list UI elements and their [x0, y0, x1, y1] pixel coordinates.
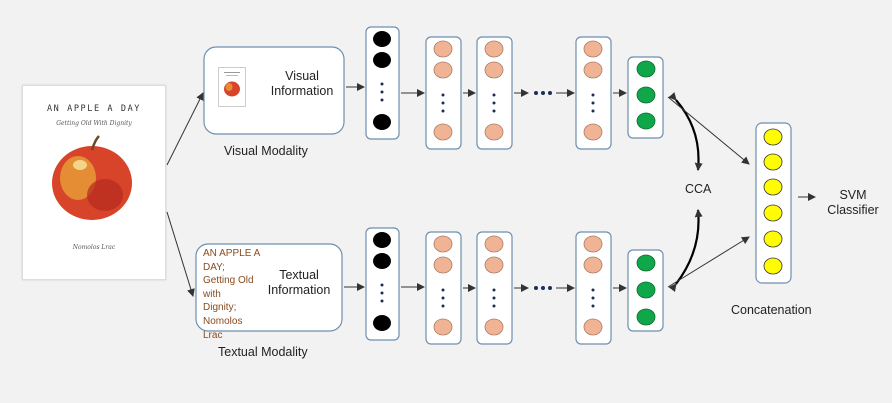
- visual-modality-label: Visual Modality: [224, 144, 308, 158]
- visual-output-layer: [627, 56, 664, 139]
- visual-hidden-layer-n: [575, 36, 612, 150]
- neuron: [583, 40, 603, 58]
- neuron: [433, 318, 453, 336]
- textual-hidden-layer-n: [575, 231, 612, 345]
- apple-overlay: [52, 135, 132, 220]
- textual-snippet: AN APPLE A DAY; Getting Old with Dignity…: [203, 248, 261, 341]
- neuron: [484, 318, 504, 336]
- textual-output-layer: [627, 249, 664, 332]
- visual-input-layer: [365, 26, 400, 140]
- arrow-textual-to-concat: [667, 236, 750, 288]
- textual-modality-label: Textual Modality: [218, 345, 308, 359]
- neuron: [484, 256, 504, 274]
- textual-hidden-layer-1: [425, 231, 462, 345]
- neuron: [373, 315, 391, 331]
- cca-arrow-bottom: [668, 209, 703, 292]
- book-author: Nomolos Lrac: [72, 244, 116, 251]
- visual-hidden-layer-2: [476, 36, 513, 150]
- neuron: [373, 114, 391, 130]
- textual-input-layer: [365, 227, 400, 341]
- neuron: [433, 235, 453, 253]
- neuron: [636, 86, 656, 104]
- neuron: [433, 40, 453, 58]
- neuron: [484, 123, 504, 141]
- neuron: [583, 256, 603, 274]
- arrow-visual-to-concat: [667, 96, 750, 165]
- neuron: [636, 254, 656, 272]
- neuron: [583, 123, 603, 141]
- neuron: [583, 318, 603, 336]
- neuron: [763, 257, 783, 275]
- neuron: [636, 281, 656, 299]
- arrow-book-to-textual: [166, 211, 195, 297]
- neuron: [484, 235, 504, 253]
- neuron: [484, 61, 504, 79]
- neuron: [433, 123, 453, 141]
- neuron: [636, 112, 656, 130]
- neuron: [763, 204, 783, 222]
- neuron: [636, 308, 656, 326]
- neuron: [373, 31, 391, 47]
- textual-info-box: [195, 243, 343, 332]
- visual-ellipsis: [534, 91, 552, 95]
- book-subtitle: Getting Old With Dignity: [56, 120, 132, 127]
- textual-info-label: Textual Information: [267, 268, 331, 297]
- textual-ellipsis: [534, 286, 552, 290]
- book-title: AN APPLE A DAY: [46, 104, 142, 114]
- neuron: [433, 256, 453, 274]
- neuron: [636, 60, 656, 78]
- neuron: [763, 153, 783, 171]
- concatenation-label: Concatenation: [731, 303, 812, 317]
- visual-hidden-layer-1: [425, 36, 462, 150]
- neuron: [373, 253, 391, 269]
- cca-arrow-top: [668, 92, 703, 171]
- visual-info-label: Visual Information: [270, 69, 334, 98]
- svm-classifier-label: SVM Classifier: [827, 188, 879, 217]
- textual-hidden-layer-2: [476, 231, 513, 345]
- neuron: [763, 128, 783, 146]
- neuron: [373, 232, 391, 248]
- neuron: [763, 230, 783, 248]
- cca-label: CCA: [685, 182, 712, 196]
- neuron: [484, 40, 504, 58]
- neuron: [583, 61, 603, 79]
- neuron: [763, 178, 783, 196]
- arrow-book-to-visual: [166, 92, 204, 166]
- neuron: [433, 61, 453, 79]
- concatenation-layer: [755, 122, 792, 284]
- visual-thumbnail: [218, 67, 246, 107]
- neuron: [373, 52, 391, 68]
- neuron: [583, 235, 603, 253]
